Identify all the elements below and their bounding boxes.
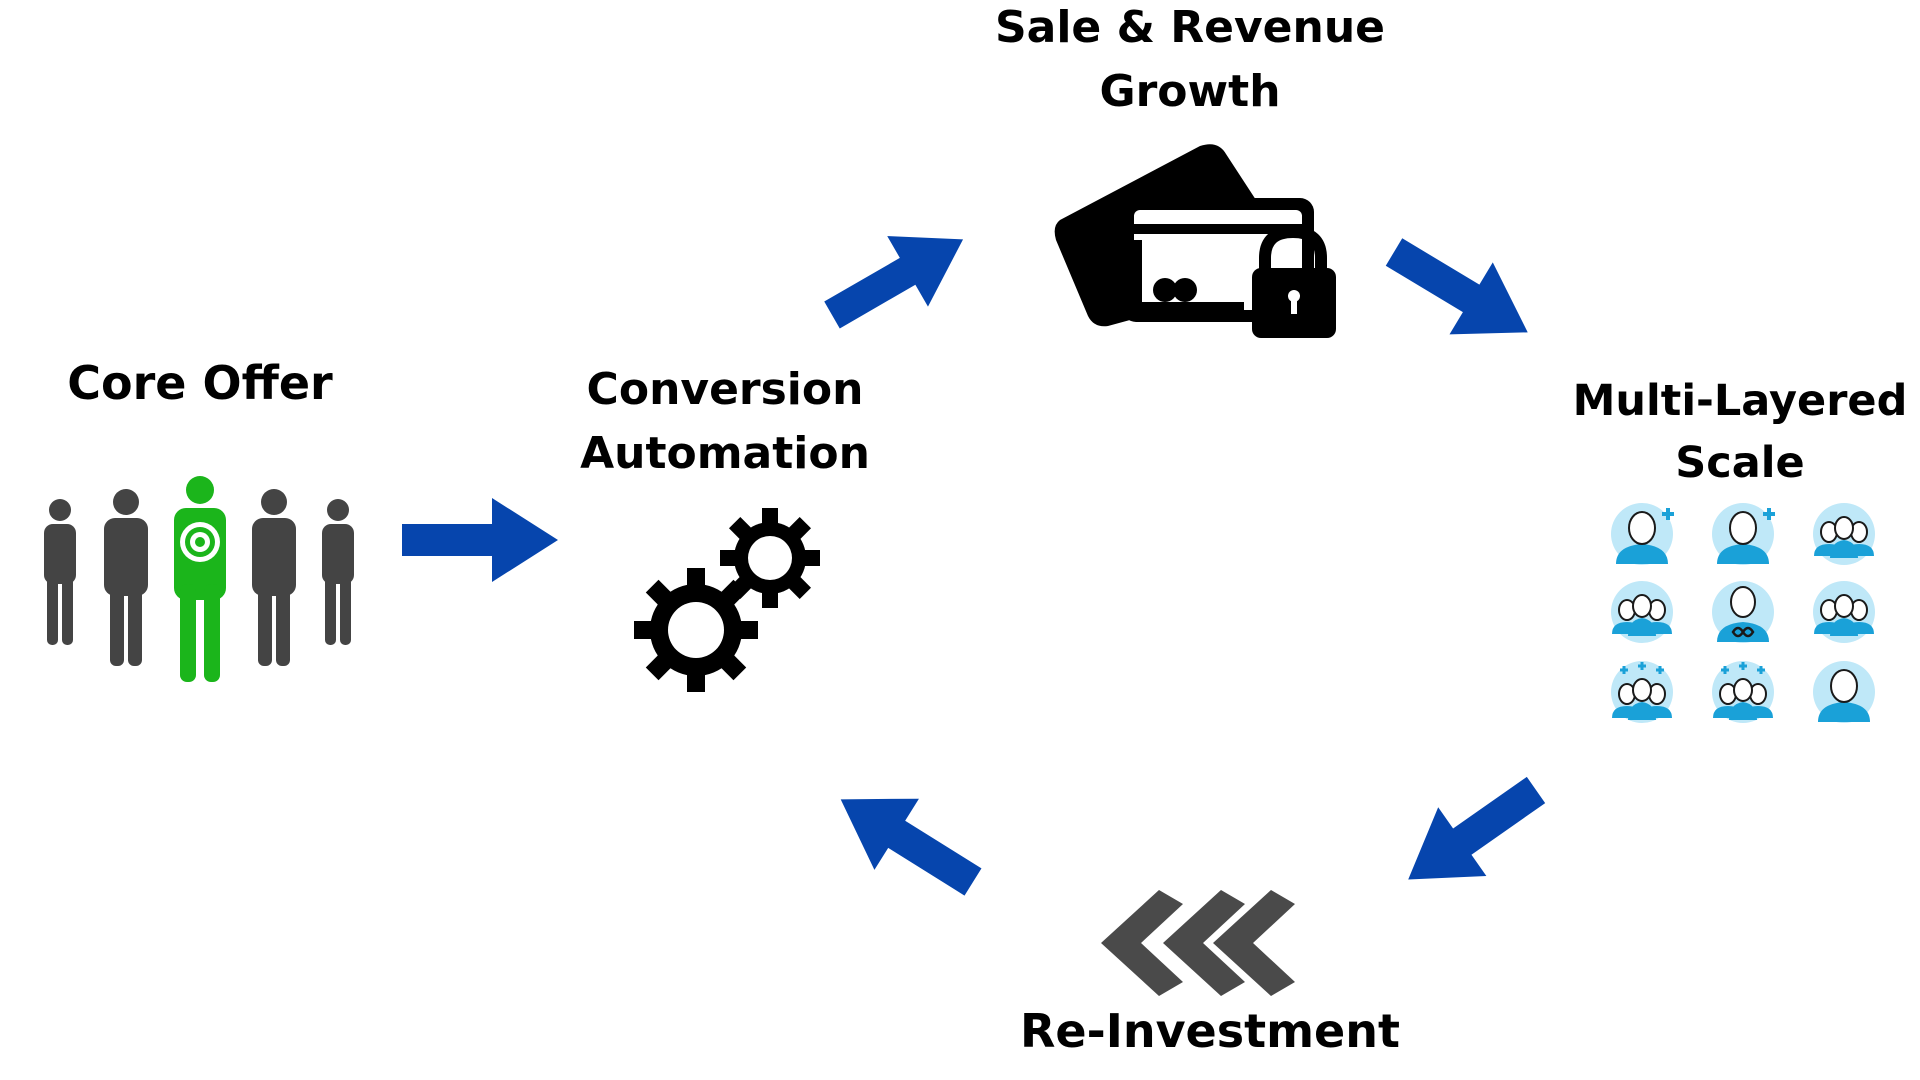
gears-icon	[620, 500, 840, 700]
add-group-icon	[1611, 661, 1673, 723]
arrow-right-icon	[402, 498, 558, 582]
core-offer-label: Core Offer	[40, 350, 360, 417]
person-icon	[44, 499, 76, 645]
sale-label-line2: Growth	[1099, 65, 1281, 117]
arrow-up-right-icon	[811, 204, 984, 351]
add-user-icon	[1712, 503, 1775, 565]
add-user-icon	[1611, 503, 1674, 565]
conversion-label-line2: Automation	[580, 427, 870, 479]
padlock-icon	[1252, 225, 1336, 338]
user-infinity-icon	[1712, 581, 1774, 643]
target-audience-icon	[30, 470, 370, 690]
arrow-down-left-icon	[1384, 755, 1561, 914]
person-icon	[322, 499, 354, 645]
person-icon	[252, 489, 296, 666]
person-icon	[104, 489, 148, 666]
chevron-left-icon	[1213, 890, 1295, 996]
multi-layered-scale-label: Multi-Layered Scale	[1560, 370, 1920, 495]
triple-chevron-left-icon	[1095, 890, 1295, 996]
target-person-icon	[174, 476, 226, 682]
chevron-left-icon	[1101, 890, 1183, 996]
re-investment-label: Re-Investment	[1000, 1004, 1420, 1059]
conversion-automation-label: Conversion Automation	[560, 358, 890, 486]
user-group-icons-grid	[1600, 500, 1890, 730]
arrow-up-left-icon	[818, 763, 996, 918]
arrow-down-right-icon	[1372, 215, 1550, 369]
re-investment-label-text: Re-Investment	[1020, 1004, 1400, 1058]
locked-credit-card-icon	[1050, 140, 1350, 360]
scale-label-line2: Scale	[1675, 438, 1805, 489]
small-gear-icon	[720, 508, 820, 608]
conversion-label-line1: Conversion	[586, 364, 864, 415]
user-icon	[1813, 661, 1875, 723]
chevron-left-icon	[1163, 890, 1245, 996]
add-group-icon	[1712, 661, 1774, 723]
user-group-icon	[1611, 581, 1673, 643]
user-group-icon	[1813, 503, 1875, 565]
sale-label-line1: Sale & Revenue	[994, 2, 1386, 53]
large-gear-icon	[634, 568, 758, 692]
user-group-icon	[1813, 581, 1875, 643]
sale-revenue-label: Sale & Revenue Growth	[960, 0, 1420, 124]
core-offer-label-text: Core Offer	[67, 356, 333, 410]
scale-label-line1: Multi-Layered	[1572, 376, 1908, 426]
